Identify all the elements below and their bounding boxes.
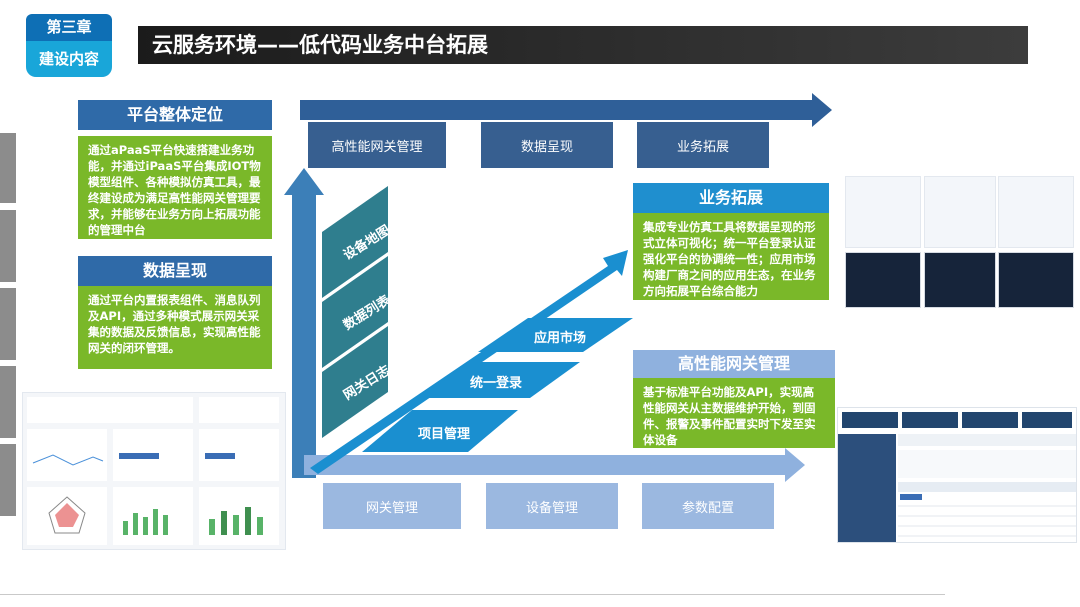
chapter-number: 第三章 — [26, 14, 112, 41]
side-tab-5[interactable] — [0, 444, 16, 516]
side-tab-3[interactable] — [0, 288, 16, 360]
diagonal-block-1 — [478, 318, 633, 352]
top-box-data[interactable]: 数据呈现 — [481, 122, 613, 168]
data-present-text: 通过平台内置报表组件、消息队列及API，通过多种模式展示网关采集的数据及反馈信息… — [78, 286, 272, 369]
screenshot-thumb-2 — [924, 176, 996, 248]
vertical-block-2 — [322, 256, 388, 368]
page-title: 云服务环境——低代码业务中台拓展 — [138, 26, 1028, 64]
diagonal-block-2 — [420, 362, 580, 398]
business-text: 集成专业仿真工具将数据呈现的形式立体可视化；统一平台登录认证强化平台的协调统一性… — [633, 213, 829, 300]
diagonal-item-3: 项目管理 — [418, 427, 471, 442]
bottom-box-params[interactable]: 参数配置 — [642, 483, 774, 529]
bottom-box-gateway[interactable]: 网关管理 — [323, 483, 461, 529]
diagonal-item-1: 应用市场 — [534, 331, 587, 346]
platform-header: 平台整体定位 — [78, 100, 272, 130]
gateway-text: 基于标准平台功能及API，实现高性能网关从主数据维护开始，到固件、报警及事件配置… — [633, 378, 835, 448]
vertical-block-1 — [322, 186, 388, 298]
side-tab-2[interactable] — [0, 210, 16, 282]
vertical-arrow — [284, 168, 324, 478]
screenshot-thumb-4 — [845, 252, 921, 308]
top-box-label: 业务拓展 — [676, 139, 729, 155]
screenshot-thumb-3 — [998, 176, 1074, 248]
management-graphics — [838, 408, 1076, 542]
top-box-gateway[interactable]: 高性能网关管理 — [308, 122, 446, 168]
screenshot-thumb-6 — [998, 252, 1074, 308]
diagonal-block-3 — [362, 410, 518, 452]
dashboard-graphics — [27, 397, 279, 545]
bottom-box-label: 网关管理 — [365, 500, 418, 516]
bottom-arrow — [304, 448, 805, 482]
bottom-box-label: 设备管理 — [525, 500, 578, 516]
gateway-header: 高性能网关管理 — [633, 350, 835, 378]
top-box-label: 高性能网关管理 — [331, 139, 423, 155]
diagonal-arrow — [310, 250, 628, 474]
platform-text: 通过aPaaS平台快速搭建业务功能，并通过iPaaS平台集成IOT物模型组件、各… — [78, 136, 272, 239]
business-header: 业务拓展 — [633, 183, 829, 213]
bottom-box-device[interactable]: 设备管理 — [486, 483, 618, 529]
top-box-label: 数据呈现 — [520, 139, 573, 155]
vertical-block-3 — [322, 326, 388, 438]
top-arrow — [300, 93, 832, 127]
screenshot-thumb-1 — [845, 176, 921, 248]
diagonal-item-2: 统一登录 — [470, 376, 523, 391]
side-tab-1[interactable] — [0, 133, 16, 203]
chapter-name: 建设内容 — [26, 41, 112, 77]
screenshot-thumb-5 — [924, 252, 996, 308]
bottom-box-label: 参数配置 — [681, 500, 734, 516]
dashboard-screenshot — [22, 392, 286, 550]
bottom-divider — [0, 594, 945, 595]
side-tab-4[interactable] — [0, 366, 16, 438]
management-screenshot — [837, 407, 1077, 543]
top-box-business[interactable]: 业务拓展 — [637, 122, 769, 168]
data-present-header: 数据呈现 — [78, 256, 272, 286]
